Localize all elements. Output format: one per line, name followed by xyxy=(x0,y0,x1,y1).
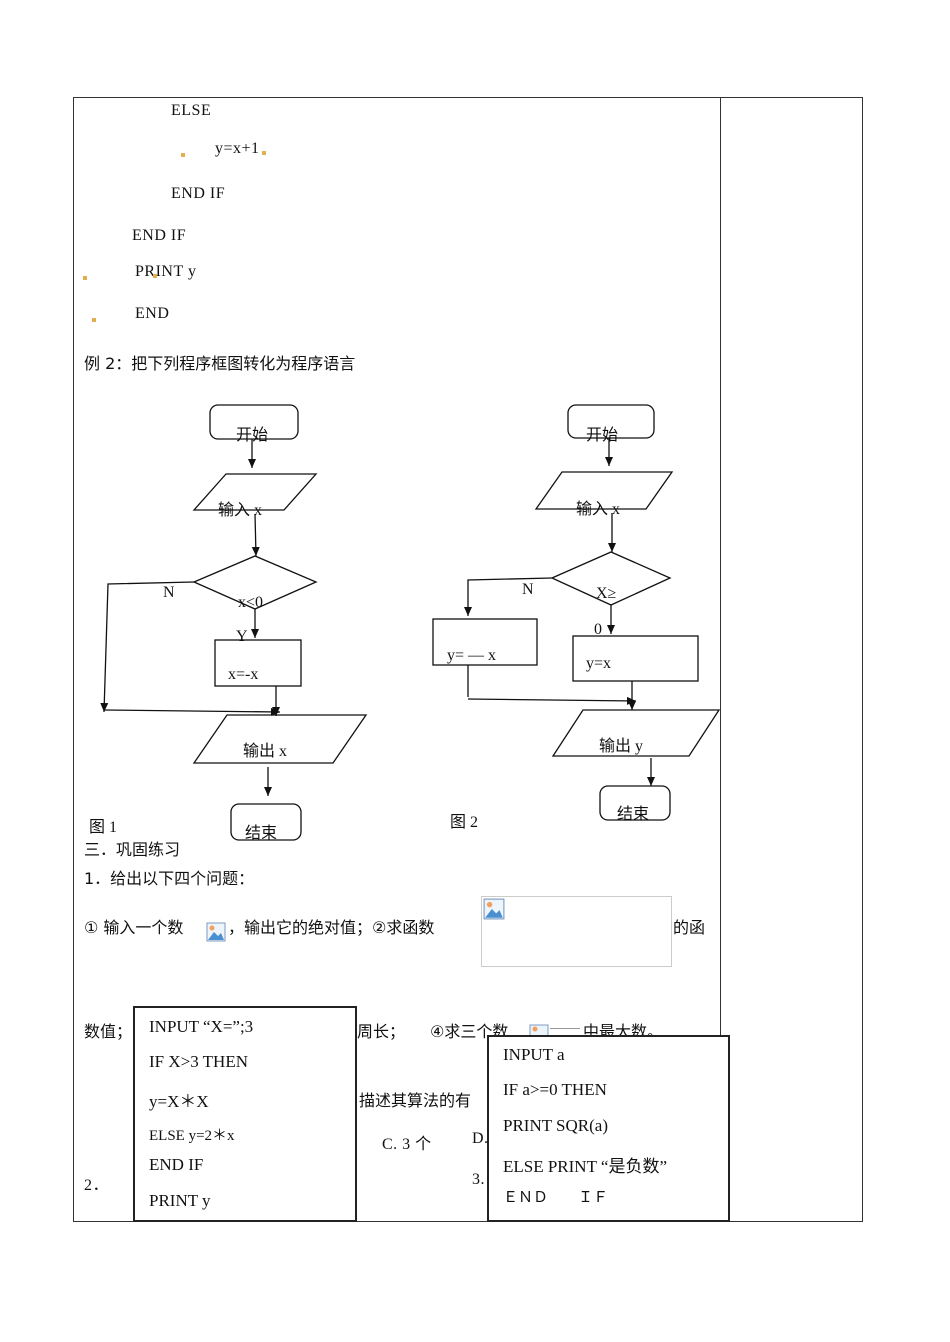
q1-line1-c: 的函 xyxy=(673,918,706,937)
code-end: END xyxy=(135,305,170,322)
fc2-caption: 图 2 xyxy=(450,814,478,831)
fc1-caption: 图 1 xyxy=(89,819,117,836)
program3-line: INPUT a xyxy=(503,1045,565,1064)
q1-line2-b: 周长； xyxy=(357,1022,406,1041)
fc2-start-box xyxy=(567,404,655,439)
fc2-output-box xyxy=(551,709,721,757)
marker-dot xyxy=(92,318,96,322)
program2-line: ELSE y=2＊x xyxy=(149,1128,235,1144)
fc2-decision-diamond xyxy=(550,551,672,606)
example2-title: 例 2：把下列程序框图转化为程序语言 xyxy=(84,354,356,373)
broken-image-icon xyxy=(206,922,226,942)
fc1-process-label: x=-x xyxy=(228,666,258,683)
program2-line: INPUT “X=”;3 xyxy=(149,1017,254,1036)
program-box-3: INPUT a IF a>=0 THEN PRINT SQR(a) ELSE P… xyxy=(487,1035,730,1222)
program3-line: IF a>=0 THEN xyxy=(503,1080,607,1099)
q1-line2-a: 数值； xyxy=(84,1022,133,1041)
fc1-output-label: 输出 x xyxy=(243,742,287,760)
fc1-start-label: 开始 xyxy=(236,426,268,444)
option-c: C. 3 个 xyxy=(382,1136,432,1153)
program2-line: END IF xyxy=(149,1155,204,1174)
fc2-decision-label-2: 0 xyxy=(594,621,602,638)
code-print: PRINT y xyxy=(135,263,197,280)
fc2-end-box xyxy=(599,785,671,821)
marker-dot xyxy=(153,274,157,278)
program3-line: ELSE PRINT “是负数” xyxy=(503,1157,668,1176)
fc1-process-box xyxy=(214,639,302,687)
fc1-output-box xyxy=(192,714,368,764)
fc1-end-box xyxy=(230,803,302,841)
code-end-if-outer: END IF xyxy=(132,227,187,244)
fc2-yes-process-box xyxy=(572,635,699,682)
fc1-decision-diamond xyxy=(192,555,318,610)
fc1-yes-label: Y xyxy=(236,628,248,645)
fc2-end-label: 结束 xyxy=(617,805,649,823)
marker-dot xyxy=(181,153,185,157)
q1-line3: 描述其算法的有 xyxy=(359,1091,472,1110)
fc1-no-label: N xyxy=(163,584,175,601)
code-end-if-inner: END IF xyxy=(171,185,226,202)
fc1-input-label: 输入 x xyxy=(218,501,262,519)
fc2-output-label: 输出 y xyxy=(599,737,643,755)
image-edge-line xyxy=(550,1028,580,1029)
q1-line1-a: ① 输入一个数 xyxy=(84,918,184,937)
program-box-2: INPUT “X=”;3 IF X>3 THEN y=X＊X ELSE y=2＊… xyxy=(133,1006,357,1222)
fc2-no-process-label: y= — x xyxy=(447,647,496,664)
broken-image-icon xyxy=(483,898,505,920)
fc2-start-label: 开始 xyxy=(586,426,618,444)
question-2: 2． xyxy=(84,1177,110,1194)
program3-line: ＥＮＤ ＩＦ xyxy=(503,1190,609,1206)
code-y-assign: y=x+1 xyxy=(215,140,260,157)
marker-dot xyxy=(83,276,87,280)
question-3: 3. xyxy=(472,1171,485,1188)
program2-line: y=X＊X xyxy=(149,1092,209,1111)
program2-line: PRINT y xyxy=(149,1191,211,1210)
marker-dot xyxy=(262,151,266,155)
broken-image-icon xyxy=(529,1024,549,1038)
program2-line: IF X>3 THEN xyxy=(149,1052,248,1071)
code-else: ELSE xyxy=(171,102,212,119)
fc2-no-process-box xyxy=(432,618,538,666)
question-1: 1．给出以下四个问题： xyxy=(84,869,255,888)
fc1-end-label: 结束 xyxy=(245,824,277,842)
fc1-decision-label: x<0 xyxy=(238,594,263,611)
table-frame xyxy=(73,97,863,1222)
fc2-decision-label-1: X≥ xyxy=(596,585,617,602)
fc2-input-box xyxy=(534,471,674,510)
table-column-divider xyxy=(720,97,721,1222)
fc2-yes-process-label: y=x xyxy=(586,655,611,672)
q1-line1-b: ，输出它的绝对值；②求函数 xyxy=(228,918,435,937)
fc1-input-box xyxy=(192,473,318,511)
fc2-input-label: 输入 x xyxy=(576,500,620,518)
fc2-no-label: N xyxy=(522,581,534,598)
function-image-placeholder xyxy=(481,896,672,967)
fc1-start-box xyxy=(209,404,299,440)
program3-line: PRINT SQR(a) xyxy=(503,1116,608,1135)
section3-heading: 三．巩固练习 xyxy=(84,840,181,859)
option-d: D. xyxy=(472,1130,489,1147)
